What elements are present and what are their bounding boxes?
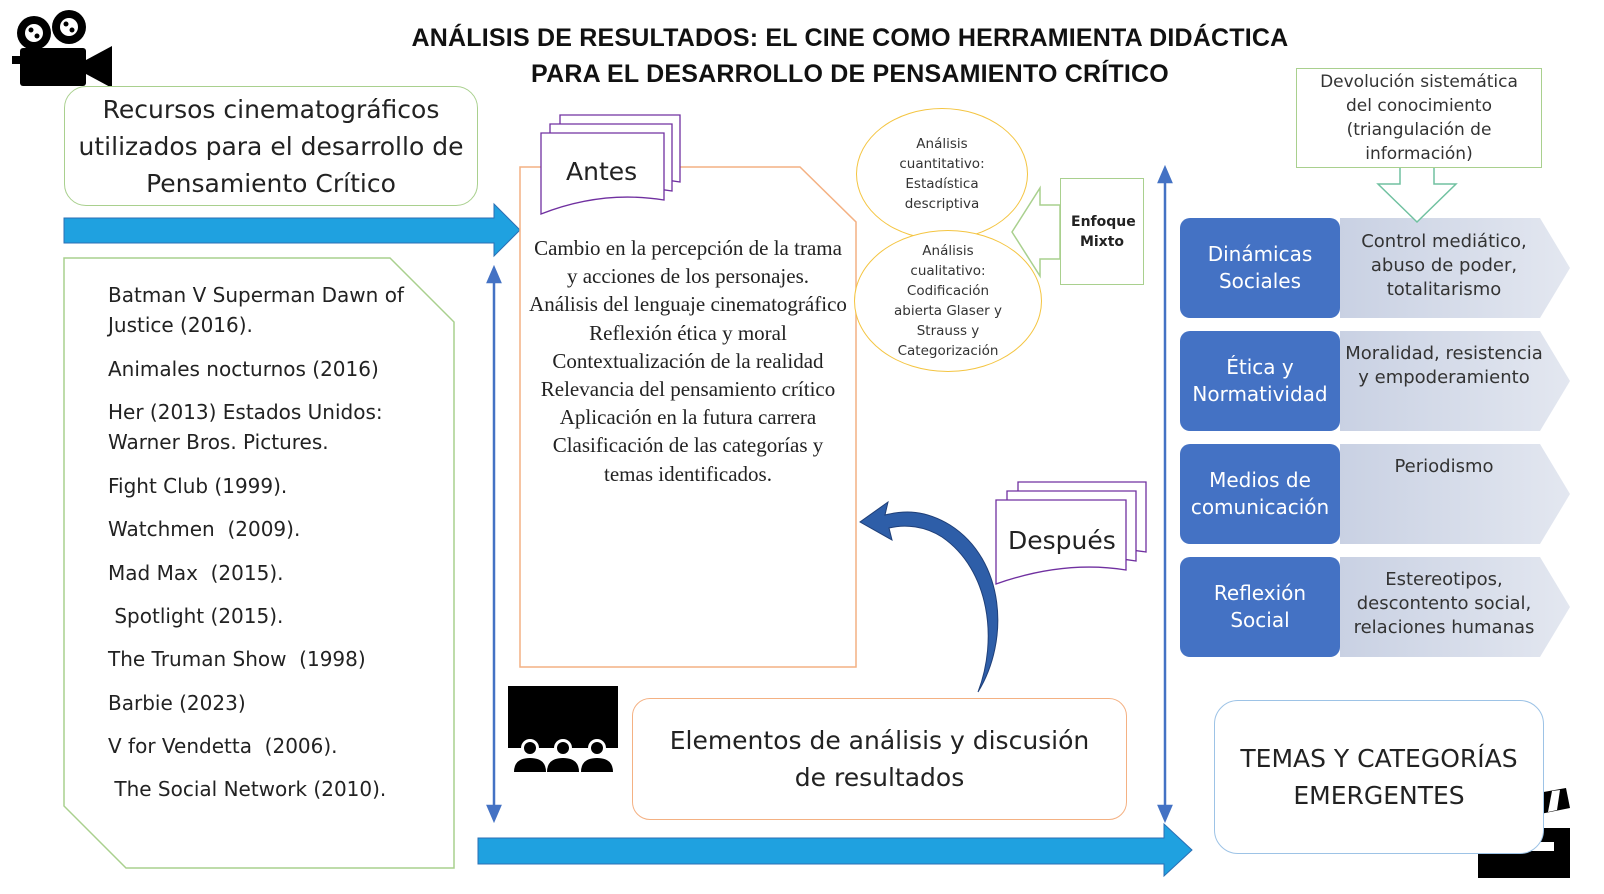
center-item: Contextualización de la realidad: [552, 348, 824, 373]
cualitativo-ellipse: Análisis cualitativo: Codificación abier…: [854, 230, 1042, 372]
recursos-line-2: utilizados para el desarrollo de: [78, 131, 464, 161]
category-desc: Moralidad, resistencia y empoderamiento: [1345, 343, 1543, 388]
curved-arrow: [859, 500, 999, 693]
center-item: Relevancia del pensamiento crítico: [540, 377, 836, 402]
center-box: [519, 166, 857, 668]
title-line-1: ANÁLISIS DE RESULTADOS: EL CINE COMO HER…: [411, 24, 1289, 52]
cuantitativo-text: Análisis cuantitativo: Estadística descr…: [899, 136, 985, 212]
devolucion-down-arrow: [1376, 165, 1458, 224]
center-item: Reflexión ética y moral: [589, 320, 787, 345]
film-item: The Truman Show (1998): [108, 647, 366, 671]
recursos-line-3: Pensamiento Crítico: [146, 168, 396, 198]
category-label: Dinámicas Sociales: [1207, 242, 1313, 293]
antes-label: Antes: [566, 157, 638, 186]
chevrons: [1340, 218, 1570, 657]
audience-screen-icon: [508, 686, 618, 772]
film-list: Batman V Superman Dawn of Justice (2016)…: [64, 258, 454, 868]
cuantitativo-ellipse: Análisis cuantitativo: Estadística descr…: [856, 108, 1028, 240]
title-line-2: PARA EL DESARROLLO DE PENSAMIENTO CRÍTIC…: [531, 60, 1169, 88]
bottom-flow-arrow: [477, 822, 1193, 878]
devolucion-text: Devolución sistemática del conocimiento …: [1320, 72, 1518, 164]
category-label: Ética y Normatividad: [1192, 355, 1328, 406]
film-camera-icon: [12, 10, 112, 88]
film-item: V for Vendetta (2006).: [108, 734, 338, 758]
devolucion-box: Devolución sistemática del conocimiento …: [1296, 68, 1542, 168]
film-item: The Social Network (2010).: [108, 777, 387, 801]
recursos-line-1: Recursos cinematográficos: [102, 94, 440, 124]
category-reflexion-social: Reflexión Social: [1180, 557, 1340, 657]
film-item: Fight Club (1999).: [108, 474, 288, 498]
film-item: Batman V Superman Dawn of Justice (2016)…: [108, 283, 404, 337]
center-item: Cambio en la percepción de la trama y ac…: [534, 236, 842, 289]
category-etica-normatividad: Ética y Normatividad: [1180, 331, 1340, 431]
film-item: Mad Max (2015).: [108, 561, 284, 585]
antes-doc-stack: [540, 114, 681, 215]
film-item: Animales nocturnos (2016): [108, 357, 379, 381]
film-list-panel: [63, 257, 455, 869]
elementos-box: Elementos de análisis y discusión de res…: [632, 698, 1127, 820]
enfoque-arrow: [1011, 185, 1061, 279]
center-item: Clasificación de las categorías y temas …: [552, 433, 824, 486]
category-label: Reflexión Social: [1213, 581, 1307, 632]
category-label: Medios de comunicación: [1190, 468, 1330, 519]
category-dinamicas-sociales: Dinámicas Sociales: [1180, 218, 1340, 318]
center-item: Aplicación en la futura carrera: [559, 405, 817, 430]
temas-text: TEMAS Y CATEGORÍAS EMERGENTES: [1240, 744, 1518, 810]
enfoque-mixto-box: Enfoque Mixto: [1060, 178, 1144, 285]
film-item: Her (2013) Estados Unidos: Warner Bros. …: [108, 400, 383, 454]
film-item: Watchmen (2009).: [108, 517, 301, 541]
temas-box: TEMAS Y CATEGORÍAS EMERGENTES: [1214, 700, 1544, 854]
recursos-box: Recursos cinematográficos utilizados par…: [64, 86, 478, 206]
despues-label: Después: [1008, 526, 1116, 555]
category-desc: Control mediático, abuso de poder, total…: [1361, 231, 1527, 300]
category-desc: Periodismo: [1394, 456, 1494, 477]
center-list: Cambio en la percepción de la trama y ac…: [528, 234, 848, 488]
right-vertical-arrow: [1157, 164, 1173, 824]
cualitativo-text: Análisis cualitativo: Codificación abier…: [894, 243, 1002, 359]
elementos-text: Elementos de análisis y discusión de res…: [669, 726, 1090, 792]
top-flow-arrow: [63, 202, 521, 258]
film-item: Spotlight (2015).: [108, 604, 284, 628]
left-vertical-arrow: [486, 264, 502, 824]
film-item: Barbie (2023): [108, 691, 246, 715]
enfoque-mixto-text: Enfoque Mixto: [1071, 213, 1136, 250]
despues-doc-stack: [995, 481, 1147, 585]
category-medios-comunicacion: Medios de comunicación: [1180, 444, 1340, 544]
center-item: Análisis del lenguaje cinematográfico: [529, 292, 847, 317]
category-desc: Estereotipos, descontento social, relaci…: [1353, 569, 1535, 638]
